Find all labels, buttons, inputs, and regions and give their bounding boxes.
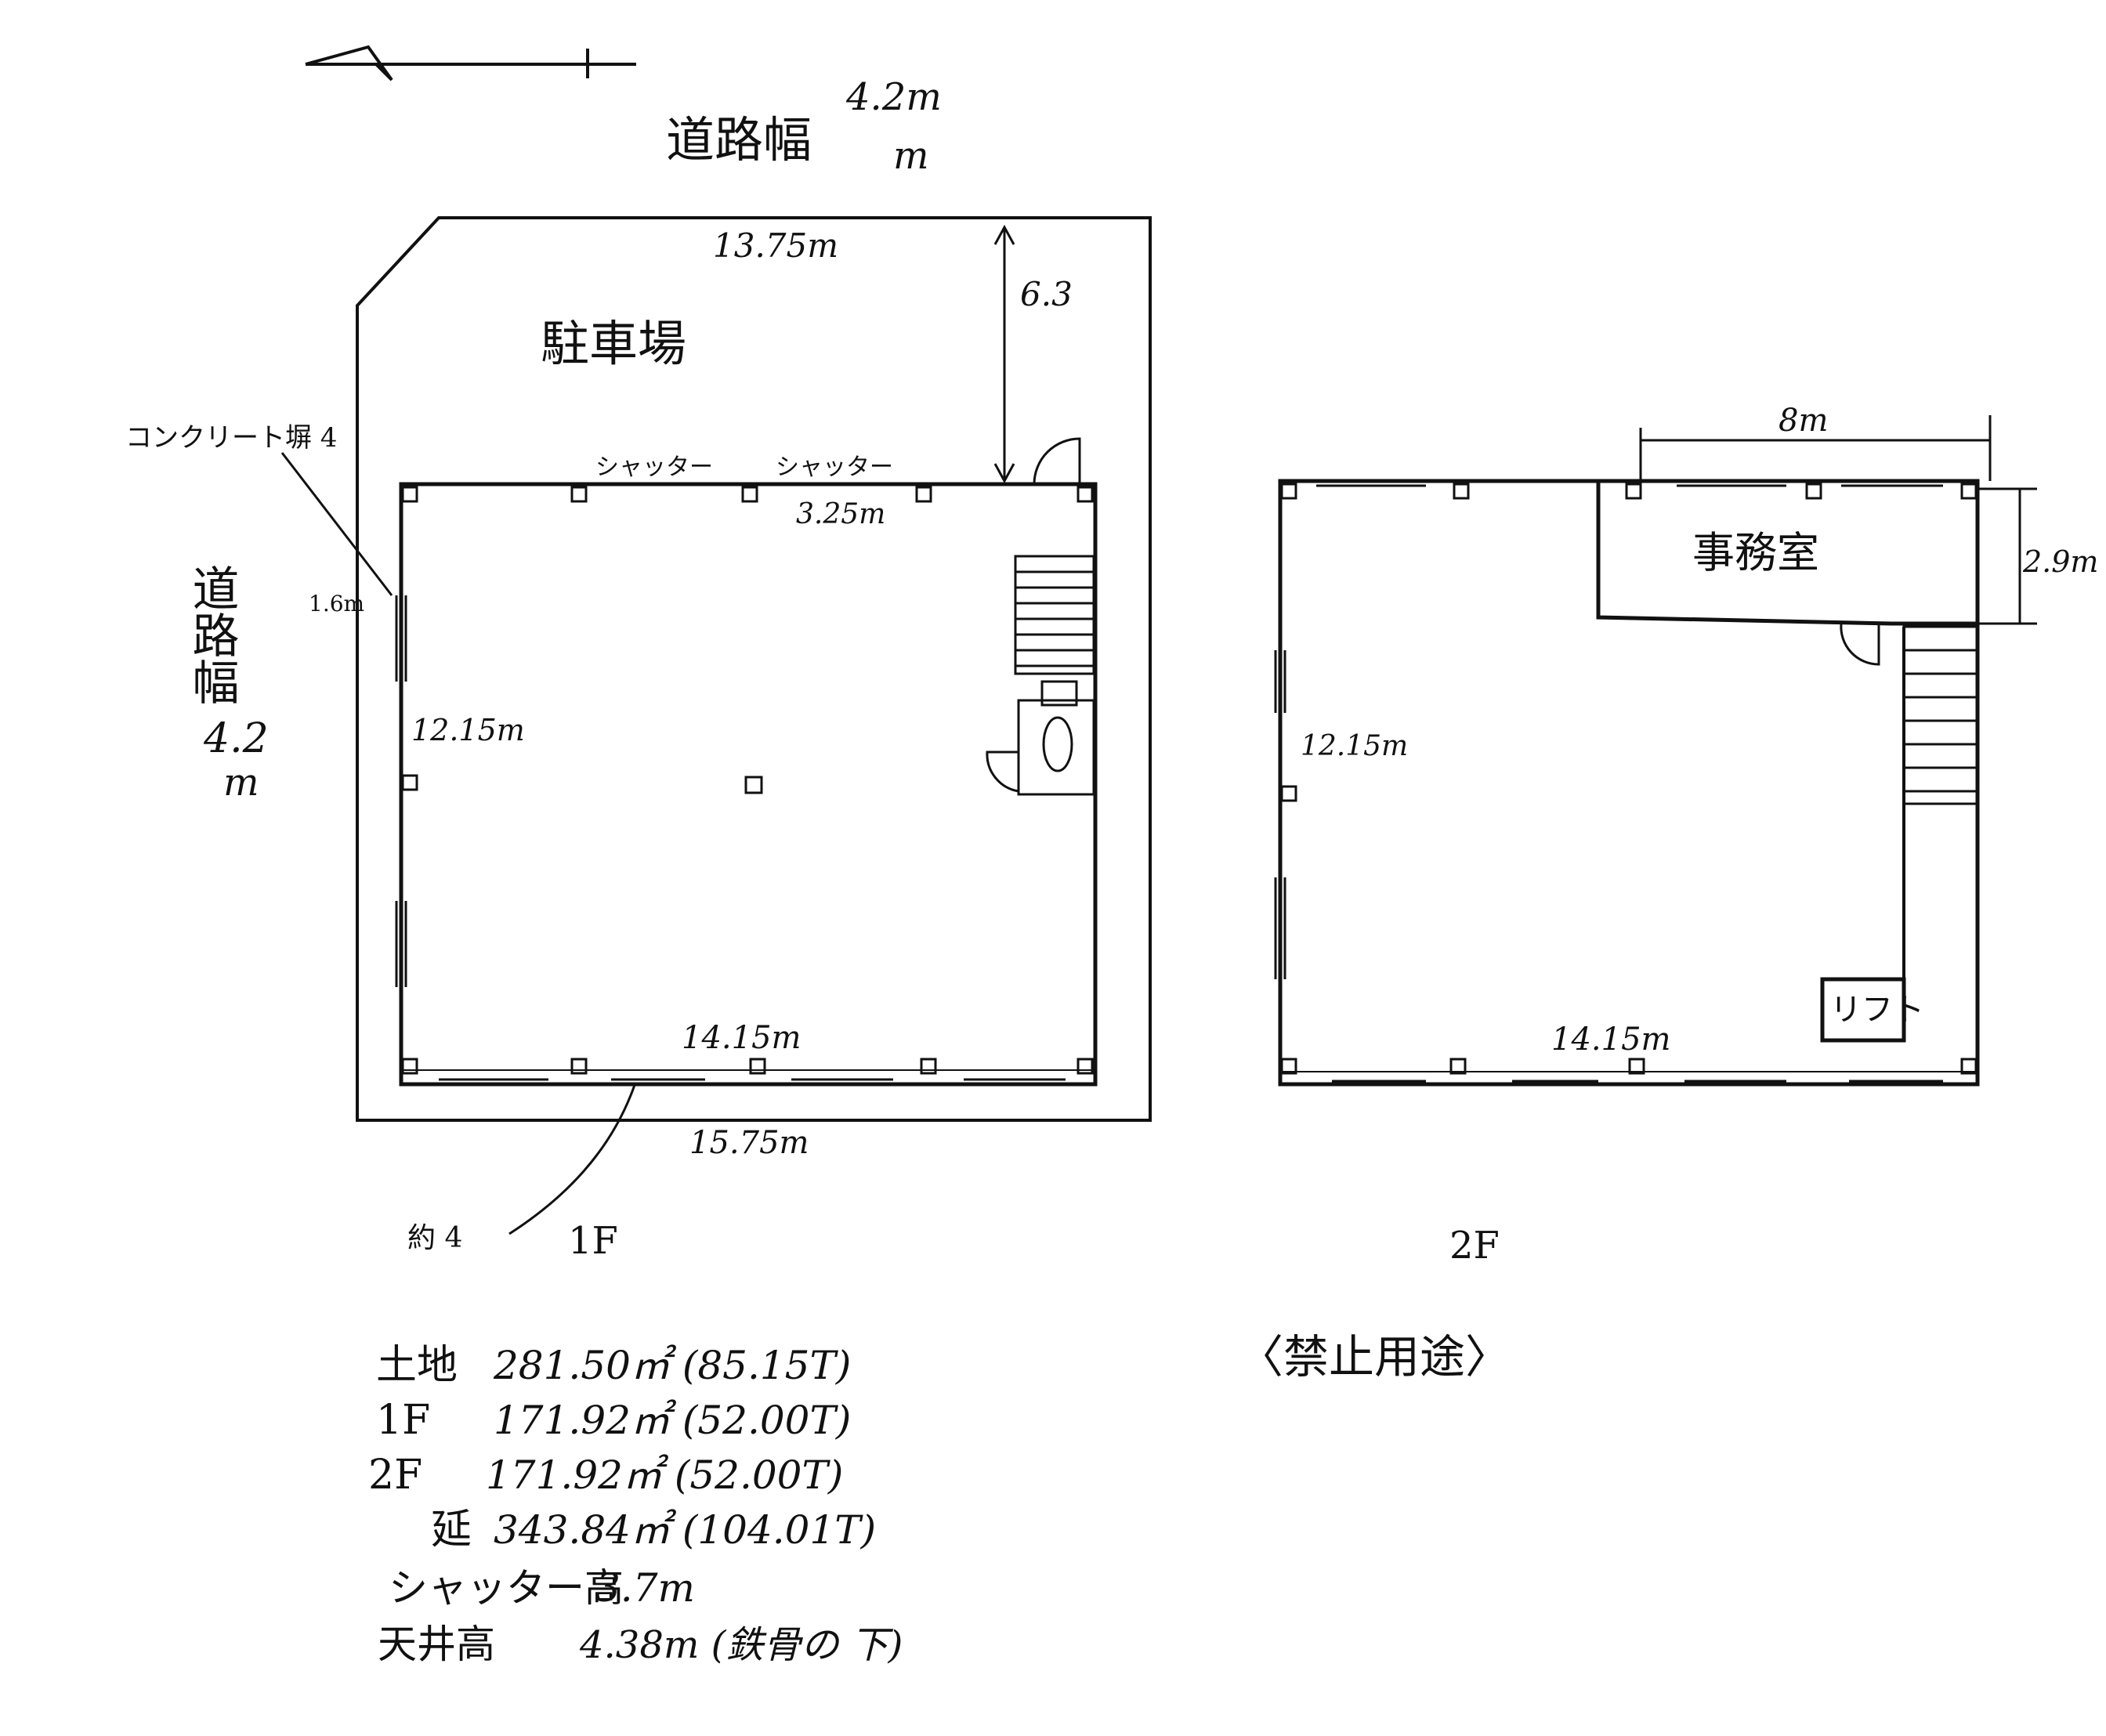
- lift-box: [1820, 977, 1906, 1043]
- shutter-left-label: シャッター: [595, 454, 713, 481]
- summary-1f-label: 1F: [376, 1397, 430, 1444]
- lift-label: リフト: [1830, 992, 1924, 1028]
- summary-2f-label: 2F: [368, 1452, 422, 1499]
- floor2-label: 2F: [1449, 1224, 1500, 1268]
- floor1-bottom-note-leader: [508, 1084, 636, 1235]
- floor1-top-width: 13.75m: [713, 226, 838, 265]
- road-left-unit: m: [223, 761, 259, 805]
- floor1-door-wc: [986, 750, 1019, 793]
- floor1-windows-left: [395, 595, 407, 987]
- floor1-label: 1F: [568, 1219, 618, 1263]
- shutter-right-label: シャッター: [776, 454, 893, 481]
- office-depth-value: 2.9m: [2022, 544, 2098, 579]
- parking-label: 駐車場: [541, 315, 686, 372]
- summary-total-value: 343.84㎡ (104.01T): [494, 1507, 876, 1553]
- floor1-plan: 駐車場 13.75m 6.3 シャッター シャッター 3.25m: [125, 216, 1152, 1263]
- shutter-width: 3.25m: [796, 498, 885, 530]
- summary-2f-value: 171.92㎡ (52.00T): [486, 1452, 843, 1498]
- summary-ceiling-value: 4.38m (鉄骨の 下): [579, 1623, 903, 1667]
- floor1-left-dim: 1.6m: [309, 591, 364, 617]
- road-left-text: 道路幅: [184, 564, 239, 705]
- floor1-door-top: [1033, 437, 1081, 485]
- summary-1f-value: 171.92㎡ (52.00T): [494, 1398, 851, 1443]
- floor2-windows: [1274, 484, 1943, 1083]
- summary-ceiling-label: 天井高: [378, 1622, 495, 1667]
- summary-total-label: 延: [431, 1506, 472, 1553]
- summary-shutter-label: シャッター高: [389, 1565, 624, 1611]
- road-top-unit: m: [893, 134, 929, 178]
- prohibited-use: 〈禁止用途〉: [1238, 1330, 1511, 1383]
- floor2-inner-width: 14.15m: [1551, 1022, 1670, 1058]
- office-door: [1840, 623, 1880, 666]
- floor1-columns: [401, 486, 1094, 1075]
- floor2-columns: [1280, 483, 1978, 1075]
- road-top-label: 道路幅: [666, 111, 812, 168]
- floor1-inner-width: 14.15m: [682, 1020, 801, 1056]
- floor1-toilet: [1017, 680, 1095, 796]
- floor1-left-note-leader: [280, 452, 393, 596]
- setback-dimension: 6.3: [993, 224, 1073, 484]
- office-width-value: 8m: [1779, 403, 1828, 439]
- office-wall: [1596, 481, 1978, 626]
- summary-land-label: 土地: [376, 1342, 458, 1389]
- road-left-label: 道路幅 4.2 m: [184, 564, 269, 805]
- floor1-left-note: コンクリート塀 4: [125, 422, 337, 454]
- area-summary: 土地 281.50㎡ (85.15T) 1F 171.92㎡ (52.00T) …: [368, 1342, 903, 1667]
- floor1-bottom-note: 約 4: [407, 1222, 462, 1254]
- lot-boundary: [356, 216, 1152, 1122]
- summary-land-value: 281.50㎡ (85.15T): [493, 1343, 851, 1388]
- floor2-plan: 事務室 8m 2.9m リフト: [1274, 403, 2098, 1268]
- floor2-inner-depth: 12.15m: [1301, 730, 1408, 762]
- office-depth-dimension: 2.9m: [1978, 487, 2098, 625]
- office-width-dimension: 8m: [1639, 403, 1992, 486]
- setback-value: 6.3: [1020, 275, 1073, 313]
- floor1-inner-depth: 12.15m: [411, 713, 525, 747]
- road-left-value: 4.2: [203, 715, 269, 762]
- office-label: 事務室: [1692, 528, 1819, 577]
- floor1-outer-width: 15.75m: [689, 1125, 809, 1161]
- floor1-building-outline: [399, 482, 1098, 1087]
- summary-shutter-value: 3.7m: [595, 1565, 695, 1611]
- north-arrow-icon: [305, 45, 636, 81]
- floor2-stairs: [1902, 625, 1979, 805]
- floor1-stairs: [1014, 555, 1095, 675]
- road-top-width: 4.2m: [845, 75, 942, 119]
